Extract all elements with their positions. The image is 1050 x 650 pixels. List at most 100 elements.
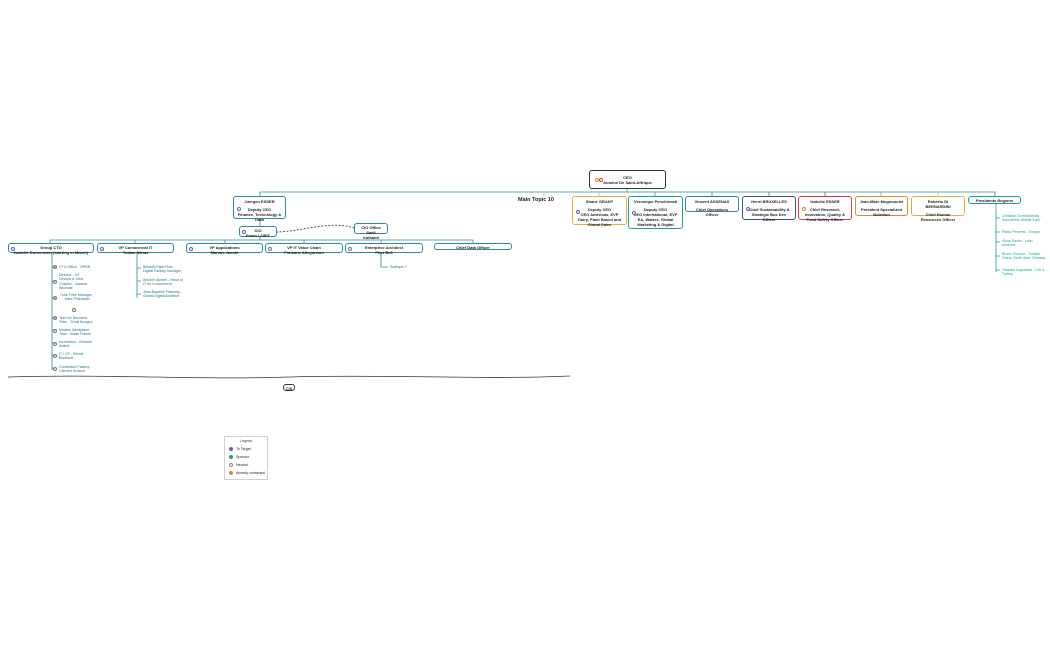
status-icon [53, 342, 57, 346]
vp-commercial-it-node[interactable]: VP Commercial IT Tobias Mirasi [97, 243, 174, 255]
status-icon [53, 329, 57, 333]
legend-item-contacted: Already contacted [229, 471, 265, 476]
node-name: Isabelle Dornemeier (starting in March) [13, 250, 89, 255]
juergen-role: Deputy CEO [247, 207, 272, 212]
roberto-node[interactable]: Roberto DI BERNARDINI Chief Human Resour… [911, 196, 965, 222]
list-item[interactable]: Bruno Chevrot - Greater China, North Asi… [1002, 252, 1046, 261]
list-item[interactable]: Jean-Baptiste Flaburey - Global Digital … [143, 290, 183, 299]
status-icon [242, 230, 246, 234]
list-item[interactable]: CTO Office - OPEN [59, 265, 91, 269]
roberto-role: Chief Human Resources Officer [920, 212, 956, 222]
node-name: Tobias Mirasi [122, 250, 149, 255]
node-name: Fontaine Allegoresm [284, 250, 324, 255]
shane-node[interactable]: Shane GRANT Deputy CEO CEO Americas, EVP… [572, 196, 627, 227]
main-topic[interactable]: Main Topic 10 [518, 197, 554, 203]
vincent-node[interactable]: Vincent ASSENAS Chief Operations Officer [685, 196, 739, 217]
legend-label: Sponsor [236, 455, 250, 459]
status-icon [72, 308, 76, 312]
group-cto-node[interactable]: Group CTO Isabelle Dornemeier (starting … [8, 243, 94, 255]
contacted-icon [229, 471, 233, 476]
cio-office-title: CIO Office [361, 225, 381, 230]
neutral-icon [229, 463, 233, 468]
list-item[interactable]: Core Tribe Manager - Marc Pinkowski [60, 293, 92, 302]
cio-name: Erwin LOBIT [246, 233, 270, 238]
list-item[interactable]: Subtopic 1 [390, 265, 407, 269]
list-item[interactable]: Christian Dominkowsky - Asia Africa, Mid… [1002, 214, 1042, 223]
ceo-node[interactable]: CEO Antoine De Saint-Affrique [589, 170, 666, 189]
juergen-sub: Finance, Technology & Data [237, 212, 282, 222]
henri-role: Chief Sustainability & Strategic Bus Dev… [748, 207, 790, 222]
status-icon [576, 210, 580, 214]
list-item[interactable]: Director - IoT Devops & Infra Chapter - … [59, 273, 87, 290]
node-title: VP Applications [209, 245, 240, 250]
ceo-name: Antoine De Saint-Affrique [603, 180, 652, 185]
status-icon [802, 207, 806, 211]
node-name: Piert Bell [375, 250, 393, 255]
list-item[interactable]: Benedit-Pilan Ruiz - Digital Factory Man… [143, 265, 182, 274]
henri-name: Henri BRUXELLES [751, 199, 787, 204]
veronique-node[interactable]: Véronique Penchienati Deputy CEO CEO Int… [628, 196, 683, 229]
cio-node[interactable]: CIO Erwin LOBIT [239, 226, 277, 238]
status-icon [11, 247, 15, 251]
status-icon [189, 247, 193, 251]
status-icon [595, 178, 599, 182]
node-title: Enterprise Architect [364, 245, 404, 250]
node-title: VP Commercial IT [118, 245, 153, 250]
list-item[interactable]: Incubation - Clément Ariand [59, 340, 93, 349]
cis-label: CIS [285, 386, 293, 391]
status-icon [746, 207, 750, 211]
status-icon [632, 211, 636, 215]
list-item[interactable]: IT / OT - Benoit Boulliard [59, 352, 84, 361]
legend-item-to-target: To Target [229, 447, 251, 452]
vp-applications-node[interactable]: VP Applications Marcus Jacobi [186, 243, 263, 255]
list-item[interactable]: Antoine Aimeel - Head of IT for e-commer… [143, 278, 183, 287]
list-item[interactable]: Connected Factory - Clément Arnaud [59, 365, 92, 374]
status-icon [100, 247, 104, 251]
juergen-node[interactable]: Juergen ESSER Deputy CEO Finance, Techno… [233, 196, 286, 222]
isabelle-name: Isabelle ESSER [810, 199, 840, 204]
target-icon [229, 447, 233, 452]
legend-label: Neutral [236, 463, 248, 467]
jean-marc-node[interactable]: Jean-Marc Mugnouolet President Specializ… [855, 196, 908, 217]
chief-data-officer-node[interactable]: Chief Data Officer [434, 243, 512, 250]
vincent-name: Vincent ASSENAS [694, 199, 730, 204]
isabelle-node[interactable]: Isabelle ESSER Chief Research, Innovatio… [798, 196, 852, 222]
list-item[interactable]: Ozantra Cappadali - CIS & Turkey [1002, 268, 1045, 277]
legend-title: Legend [240, 439, 252, 443]
node-title: Chief Data Officer [456, 245, 490, 250]
cis-tag[interactable]: CIS [283, 384, 295, 391]
roberto-name: Roberto DI BERNARDINI [925, 199, 951, 209]
list-item[interactable]: Tech for Business Tribe - Small Burigoo [59, 316, 93, 325]
status-icon [268, 247, 272, 251]
status-icon [53, 354, 57, 358]
list-item[interactable]: Pablo Perversi - Europe [1002, 230, 1041, 234]
status-icon [599, 178, 603, 182]
veronique-role: Deputy CEO [643, 207, 668, 212]
status-icon [53, 296, 57, 300]
shane-name: Shane GRANT [585, 199, 614, 204]
jean-marc-name: Jean-Marc Mugnouolet [859, 199, 904, 204]
status-icon [348, 247, 352, 251]
henri-node[interactable]: Henri BRUXELLES Chief Sustainability & S… [742, 196, 796, 222]
enterprise-architect-node[interactable]: Enterprise Architect Piert Bell [345, 243, 423, 255]
legend-item-sponsor: Sponsor [229, 455, 250, 460]
ceo-title: CEO [623, 175, 632, 180]
list-item[interactable]: Silvia Davila - Latin America [1002, 239, 1033, 248]
sponsor-icon [229, 455, 233, 460]
presidents-name: Presidents Regions [975, 198, 1014, 203]
node-title: Group CTO [40, 245, 62, 250]
status-icon [53, 367, 57, 371]
status-icon [53, 265, 57, 269]
cio-title: CIO [254, 228, 262, 233]
vp-value-chain-node[interactable]: VP IT Value Chain Fontaine Allegoresm [265, 243, 343, 255]
cio-office-name: Saeli Kalbanit [363, 230, 379, 240]
list-item[interactable]: Modern Workplace Tribe - Aidan Parker [59, 328, 91, 337]
node-title: VP IT Value Chain [287, 245, 321, 250]
presidents-node[interactable]: Presidents Regions [968, 196, 1021, 204]
veronique-sub: CEO International, EVP EA, Waters, Globa… [633, 212, 678, 227]
status-icon [53, 280, 57, 284]
shane-role: Deputy CEO [587, 207, 612, 212]
shane-sub: CEO Americas, EVP Dairy, Plant Based and… [577, 212, 622, 227]
cio-office-node[interactable]: CIO Office Saeli Kalbanit [354, 223, 388, 240]
